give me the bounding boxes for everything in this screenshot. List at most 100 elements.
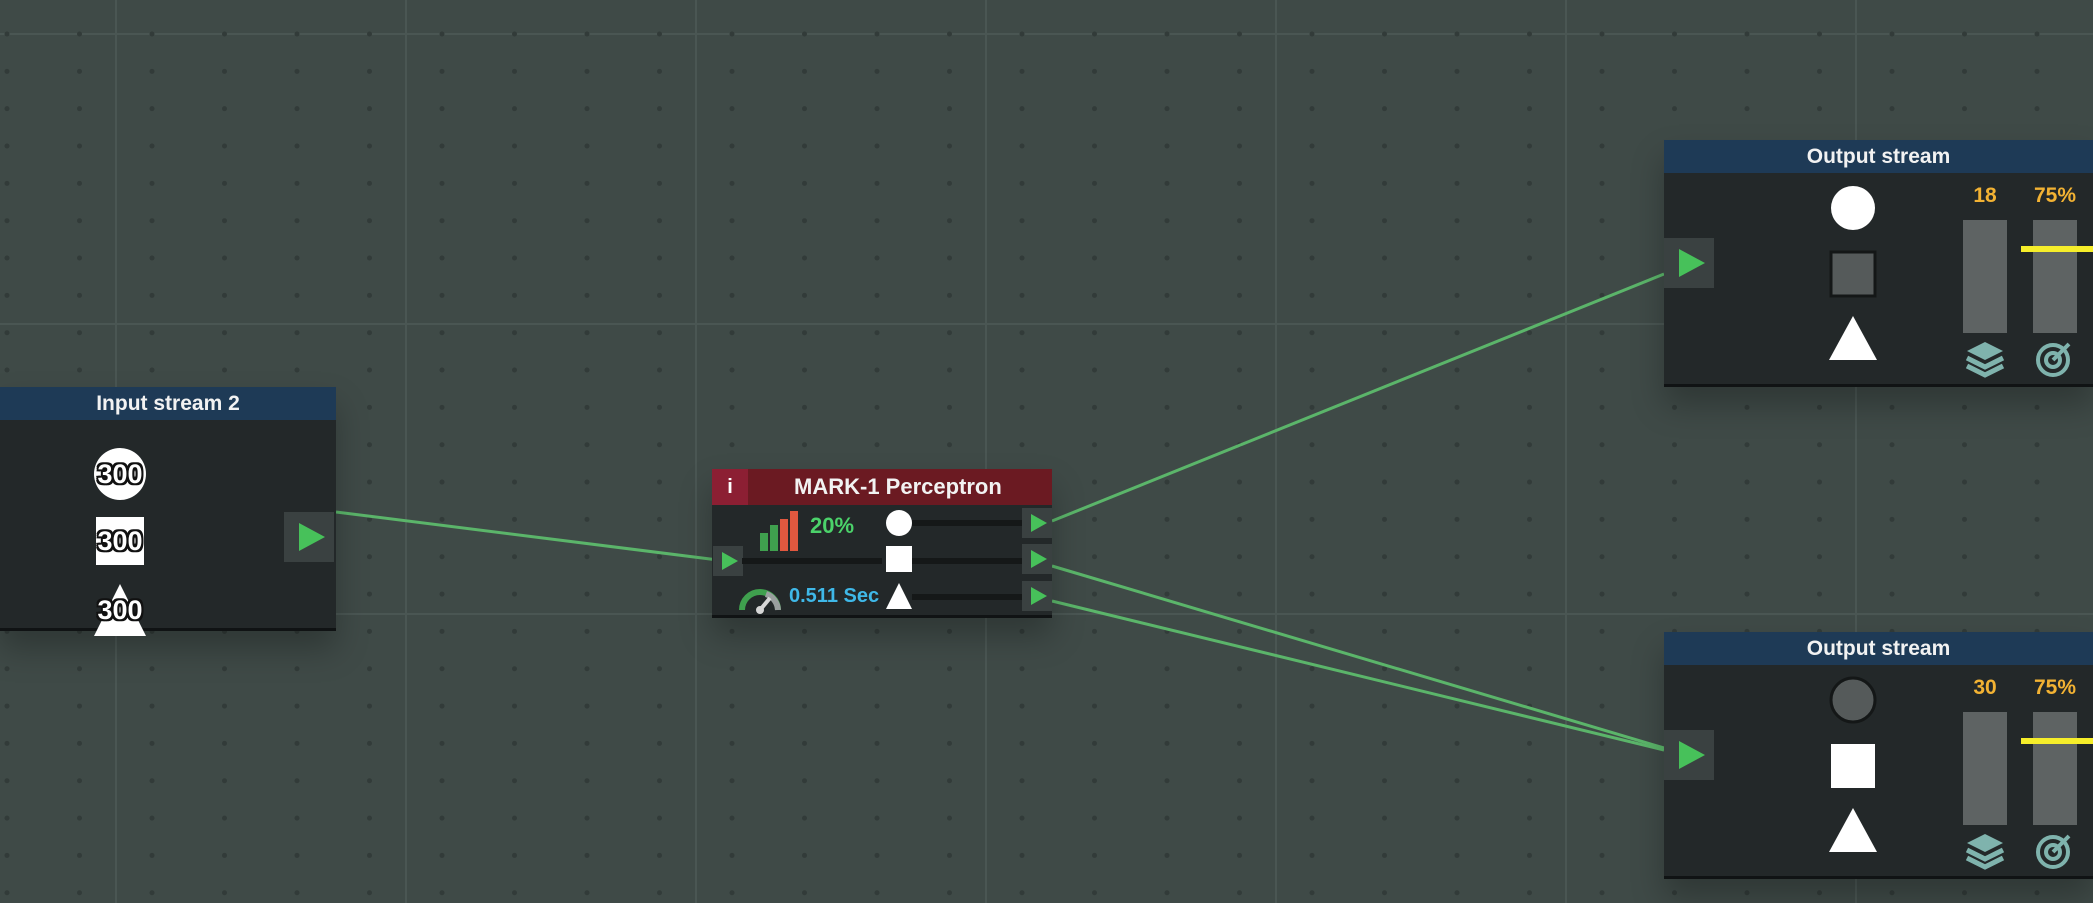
grid-dot	[1527, 479, 1532, 485]
output-stream-input-port[interactable]	[1664, 238, 1714, 288]
grid-dot	[1382, 628, 1387, 634]
grid-dot	[1599, 180, 1605, 186]
grid-dot	[947, 218, 952, 224]
grid-dot	[657, 292, 662, 298]
grid-dot	[1599, 367, 1605, 373]
grid-dot	[2034, 31, 2040, 37]
output-stream-input-port[interactable]	[1664, 730, 1714, 780]
grid-dot	[2034, 106, 2040, 112]
grid-dot	[1092, 516, 1097, 522]
grid-dot	[657, 367, 662, 373]
weight-slider-triangle[interactable]	[912, 594, 1022, 600]
grid-dot	[222, 255, 227, 261]
output-port-triangle[interactable]	[1022, 581, 1052, 611]
grid-dot	[149, 703, 155, 709]
grid-dot	[1454, 404, 1460, 410]
grid-dot	[729, 330, 735, 336]
grid-dot	[1382, 591, 1387, 597]
output-port-square[interactable]	[1022, 544, 1052, 574]
grid-dot	[222, 666, 227, 672]
output-stream-node-1[interactable]: Output stream 18	[1664, 140, 2093, 387]
grid-dot	[729, 143, 735, 149]
grid-dot	[1092, 404, 1097, 410]
grid-dot	[1962, 106, 1967, 112]
grid-dot	[1599, 628, 1605, 634]
grid-dot	[367, 516, 372, 522]
weight-slider-circle[interactable]	[912, 520, 1022, 526]
grid-dot	[802, 815, 807, 821]
grid-dot	[1237, 404, 1242, 410]
grid-dot	[729, 106, 735, 112]
grid-dot	[512, 218, 517, 224]
grid-dot	[1019, 666, 1025, 672]
grid-dot	[1092, 367, 1097, 373]
grid-dot	[1164, 330, 1170, 336]
grid-dot	[584, 703, 590, 709]
grid-dot	[439, 479, 445, 485]
grid-dot	[1962, 479, 1967, 485]
grid-dot	[77, 180, 82, 186]
grid-dot	[1092, 778, 1097, 784]
grid-dot	[1092, 31, 1097, 37]
input-stream-node[interactable]: Input stream 2 300 300 300	[0, 387, 336, 636]
target-percent-1: 75%	[2033, 184, 2077, 207]
row-square-icon	[886, 546, 912, 572]
grid-dot	[1889, 890, 1895, 896]
grid-dot	[1309, 815, 1315, 821]
perceptron-node[interactable]: i MARK-1 Perceptron 20% 0.511 Sec	[712, 469, 1052, 618]
grid-dot	[439, 218, 445, 224]
grid-dot	[1744, 890, 1750, 896]
weight-slider-square[interactable]	[912, 558, 1022, 564]
grid-dot	[1454, 852, 1460, 858]
grid-dot	[1817, 479, 1822, 485]
info-button[interactable]: i	[712, 469, 748, 505]
output-port-circle[interactable]	[1022, 508, 1052, 538]
grid-dot	[367, 106, 372, 112]
grid-dot	[4, 703, 10, 709]
grid-dot	[2034, 68, 2040, 74]
grid-dot	[1962, 404, 1967, 410]
grid-dot	[1527, 367, 1532, 373]
grid-dot	[657, 591, 662, 597]
grid-dot	[1019, 815, 1025, 821]
grid-dot	[657, 330, 662, 336]
grid-dot	[1309, 330, 1315, 336]
grid-dot	[1164, 68, 1170, 74]
grid-dot	[77, 367, 82, 373]
grid-dot	[802, 180, 807, 186]
grid-dot	[77, 703, 82, 709]
grid-dot	[1309, 628, 1315, 634]
grid-dot	[1744, 516, 1750, 522]
grid-dot	[657, 703, 662, 709]
grid-dot	[512, 31, 517, 37]
grid-dot	[222, 703, 227, 709]
grid-dot	[947, 890, 952, 896]
output-stream-node-2[interactable]: Output stream	[1664, 632, 2093, 879]
grid-dot	[367, 890, 372, 896]
grid-dot	[367, 330, 372, 336]
grid-dot	[1599, 106, 1605, 112]
grid-dot	[4, 68, 10, 74]
grid-dot	[874, 703, 880, 709]
grid-dot	[1382, 68, 1387, 74]
grid-dot	[1164, 31, 1170, 37]
grid-dot	[439, 404, 445, 410]
grid-dot	[294, 852, 300, 858]
grid-dot	[4, 218, 10, 224]
grid-dot	[1744, 31, 1750, 37]
grid-dot	[512, 890, 517, 896]
grid-dot	[1889, 31, 1895, 37]
grid-dot	[77, 778, 82, 784]
grid-dot	[1454, 591, 1460, 597]
grid-dot	[729, 404, 735, 410]
grid-dot	[874, 106, 880, 112]
perceptron-input-port[interactable]	[713, 546, 743, 576]
grid-dot	[1527, 628, 1532, 634]
grid-dot	[1527, 292, 1532, 298]
grid-dot	[947, 255, 952, 261]
output-stream-body: 18	[1664, 173, 2093, 387]
grid-dot	[1672, 479, 1677, 485]
grid-dot	[1817, 554, 1822, 560]
grid-dot	[1962, 890, 1967, 896]
input-stream-output-port[interactable]	[284, 512, 334, 562]
